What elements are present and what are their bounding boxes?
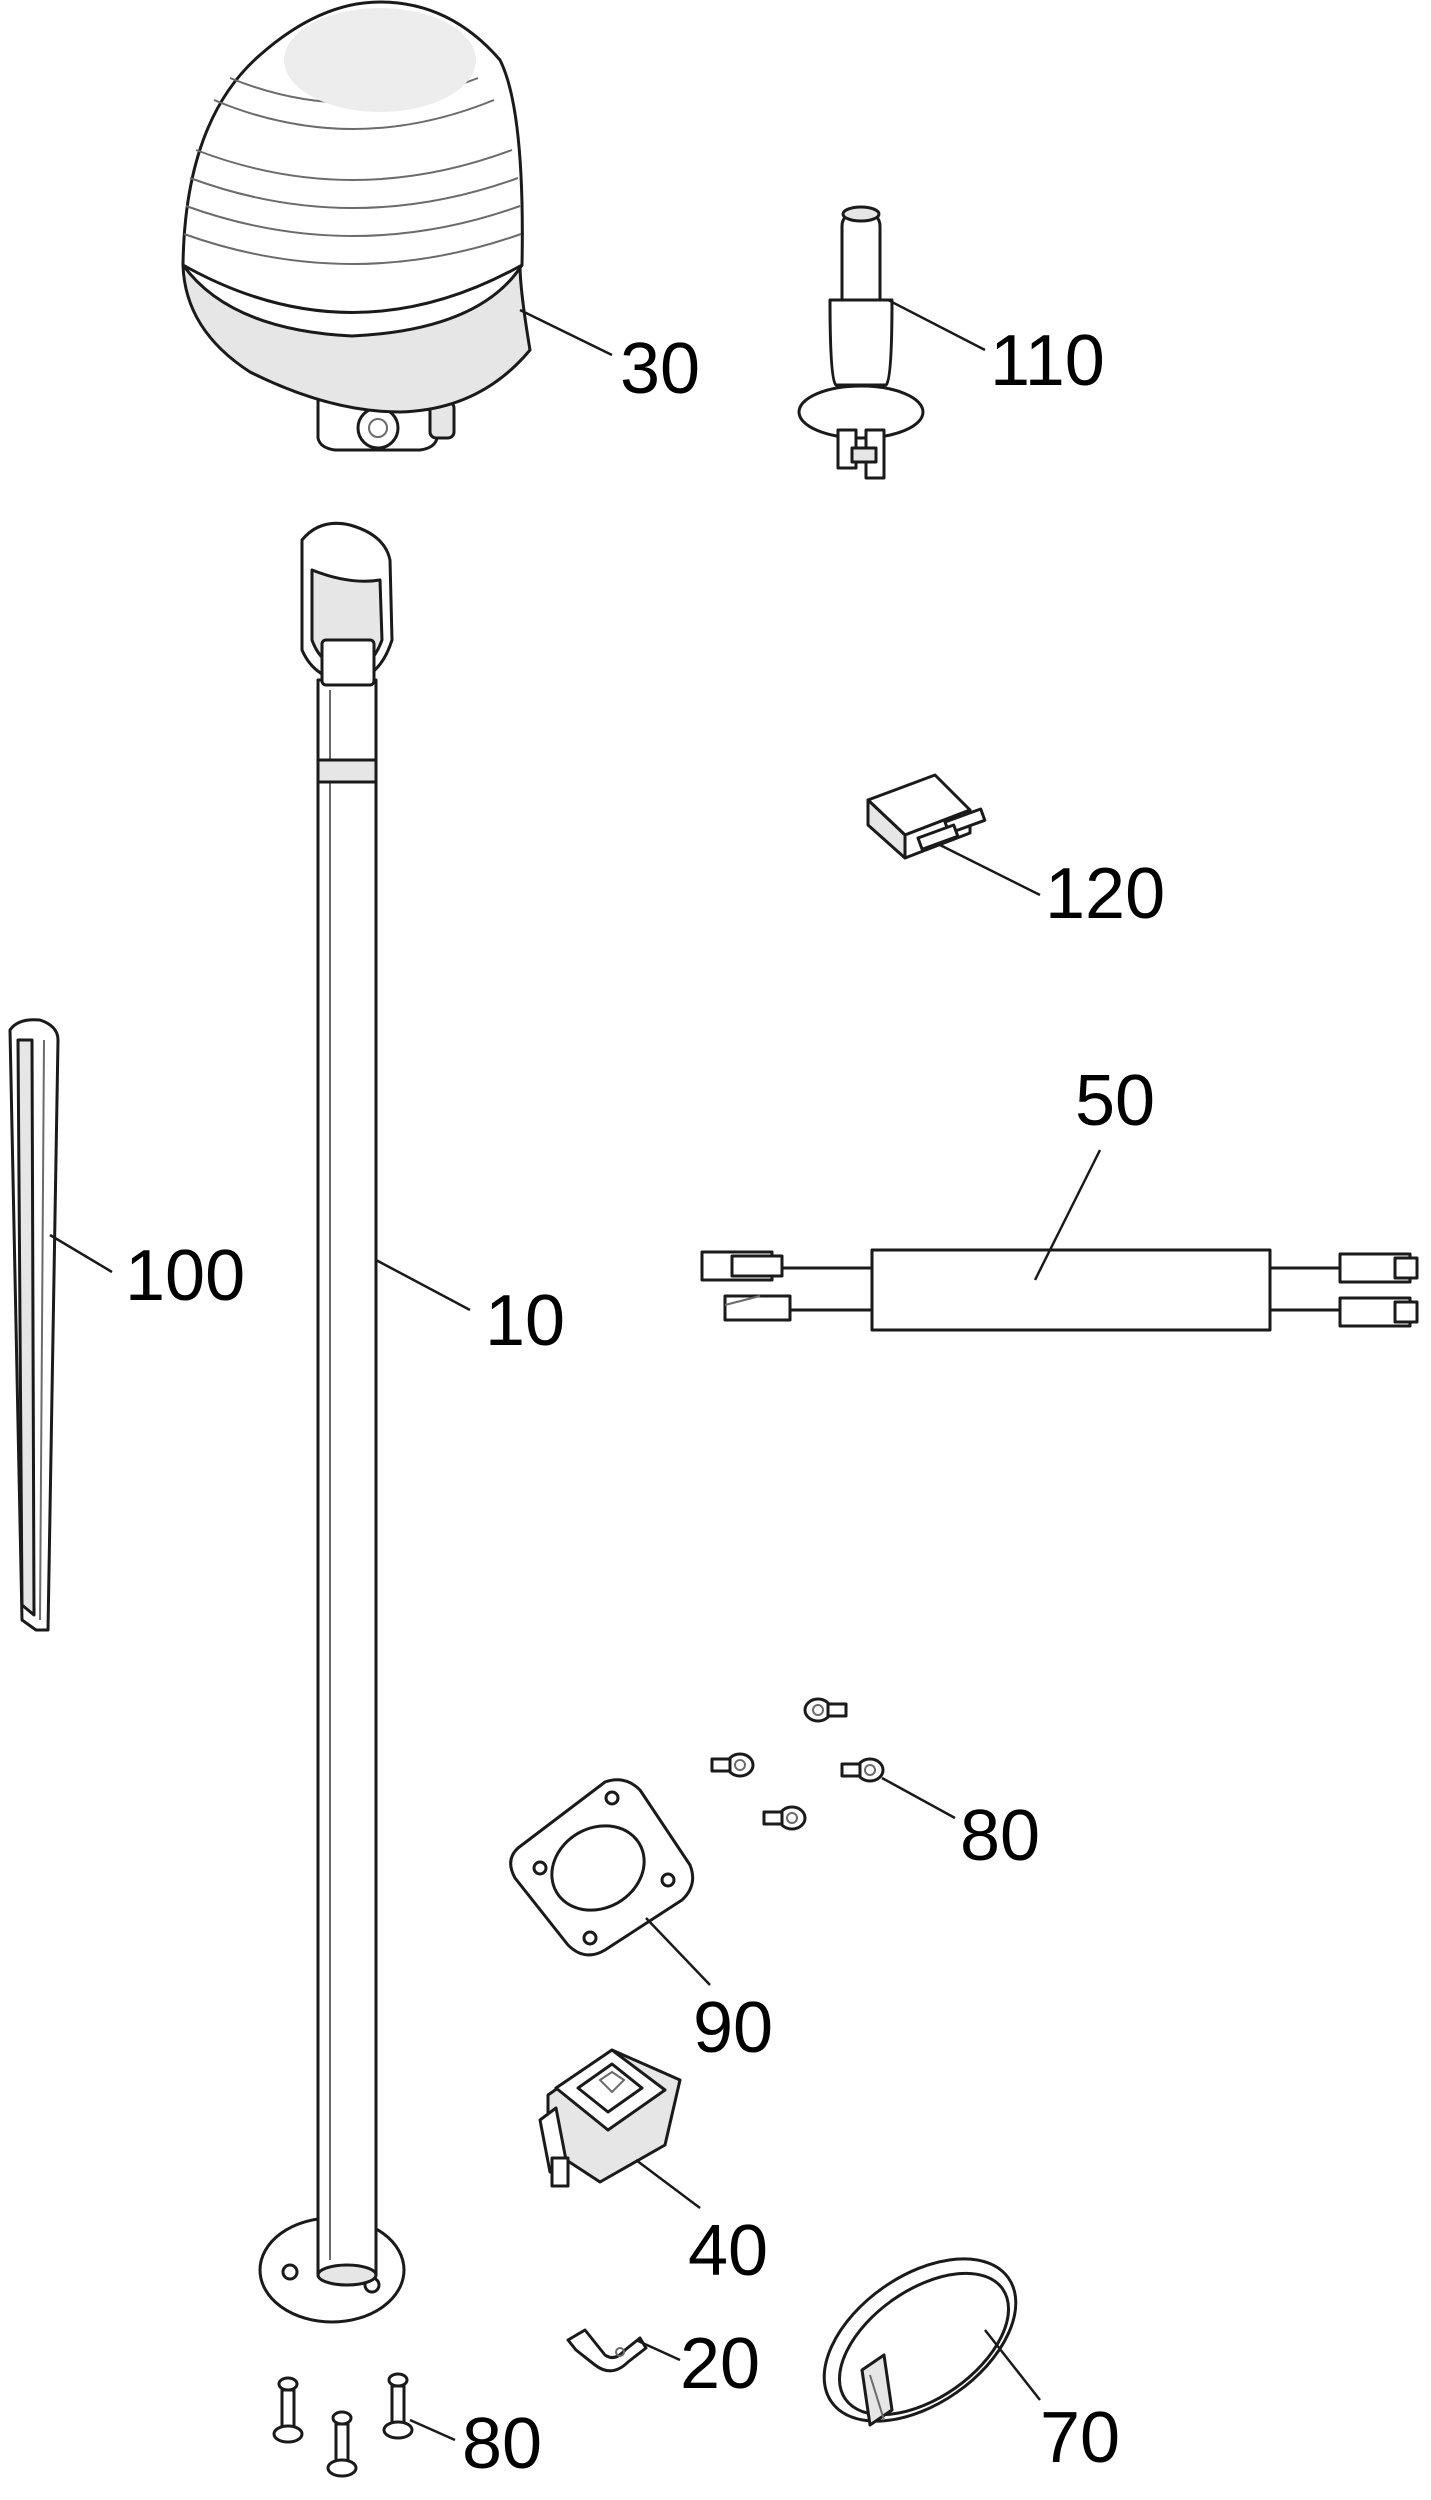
leader-70 xyxy=(984,2329,1041,2401)
leader-90 xyxy=(645,1917,711,1986)
leader-40 xyxy=(635,2159,701,2209)
leader-120 xyxy=(939,843,1041,897)
callout-40: 40 xyxy=(688,2211,768,2291)
callout-110: 110 xyxy=(990,321,1105,401)
callout-70: 70 xyxy=(1040,2398,1120,2478)
blade-fuse xyxy=(866,773,987,860)
callout-10: 10 xyxy=(485,1281,565,1361)
power-plug xyxy=(797,205,925,480)
rocker-switch xyxy=(538,2048,682,2188)
callout-30: 30 xyxy=(620,329,700,409)
leader-50 xyxy=(1033,1149,1102,1281)
leader-20 xyxy=(635,2338,681,2362)
leader-10 xyxy=(375,1258,471,1312)
edge-trim-strip xyxy=(8,1018,60,1632)
callout-120: 120 xyxy=(1045,854,1165,934)
callout-90: 90 xyxy=(693,1988,773,2068)
leader-30 xyxy=(519,308,613,357)
screw-set-upper xyxy=(710,1697,885,1831)
leader-100 xyxy=(49,1233,113,1274)
mounting-pole xyxy=(258,521,406,2324)
leader-80-lower xyxy=(409,2418,456,2442)
callout-50: 50 xyxy=(1075,1061,1155,1141)
leader-80-upper xyxy=(881,1776,956,1820)
callout-20: 20 xyxy=(680,2324,760,2404)
callout-100: 100 xyxy=(125,1236,245,1316)
leader-110 xyxy=(887,298,986,352)
callout-80-upper: 80 xyxy=(960,1796,1040,1876)
callout-80-lower: 80 xyxy=(462,2404,542,2484)
beacon-dome xyxy=(181,0,532,452)
wire-clip xyxy=(566,2328,648,2373)
screw-set-lower xyxy=(272,2372,414,2478)
cable-tie-band xyxy=(822,2257,1018,2427)
wiring-harness xyxy=(700,1248,1419,1332)
gasket xyxy=(509,1778,695,1957)
